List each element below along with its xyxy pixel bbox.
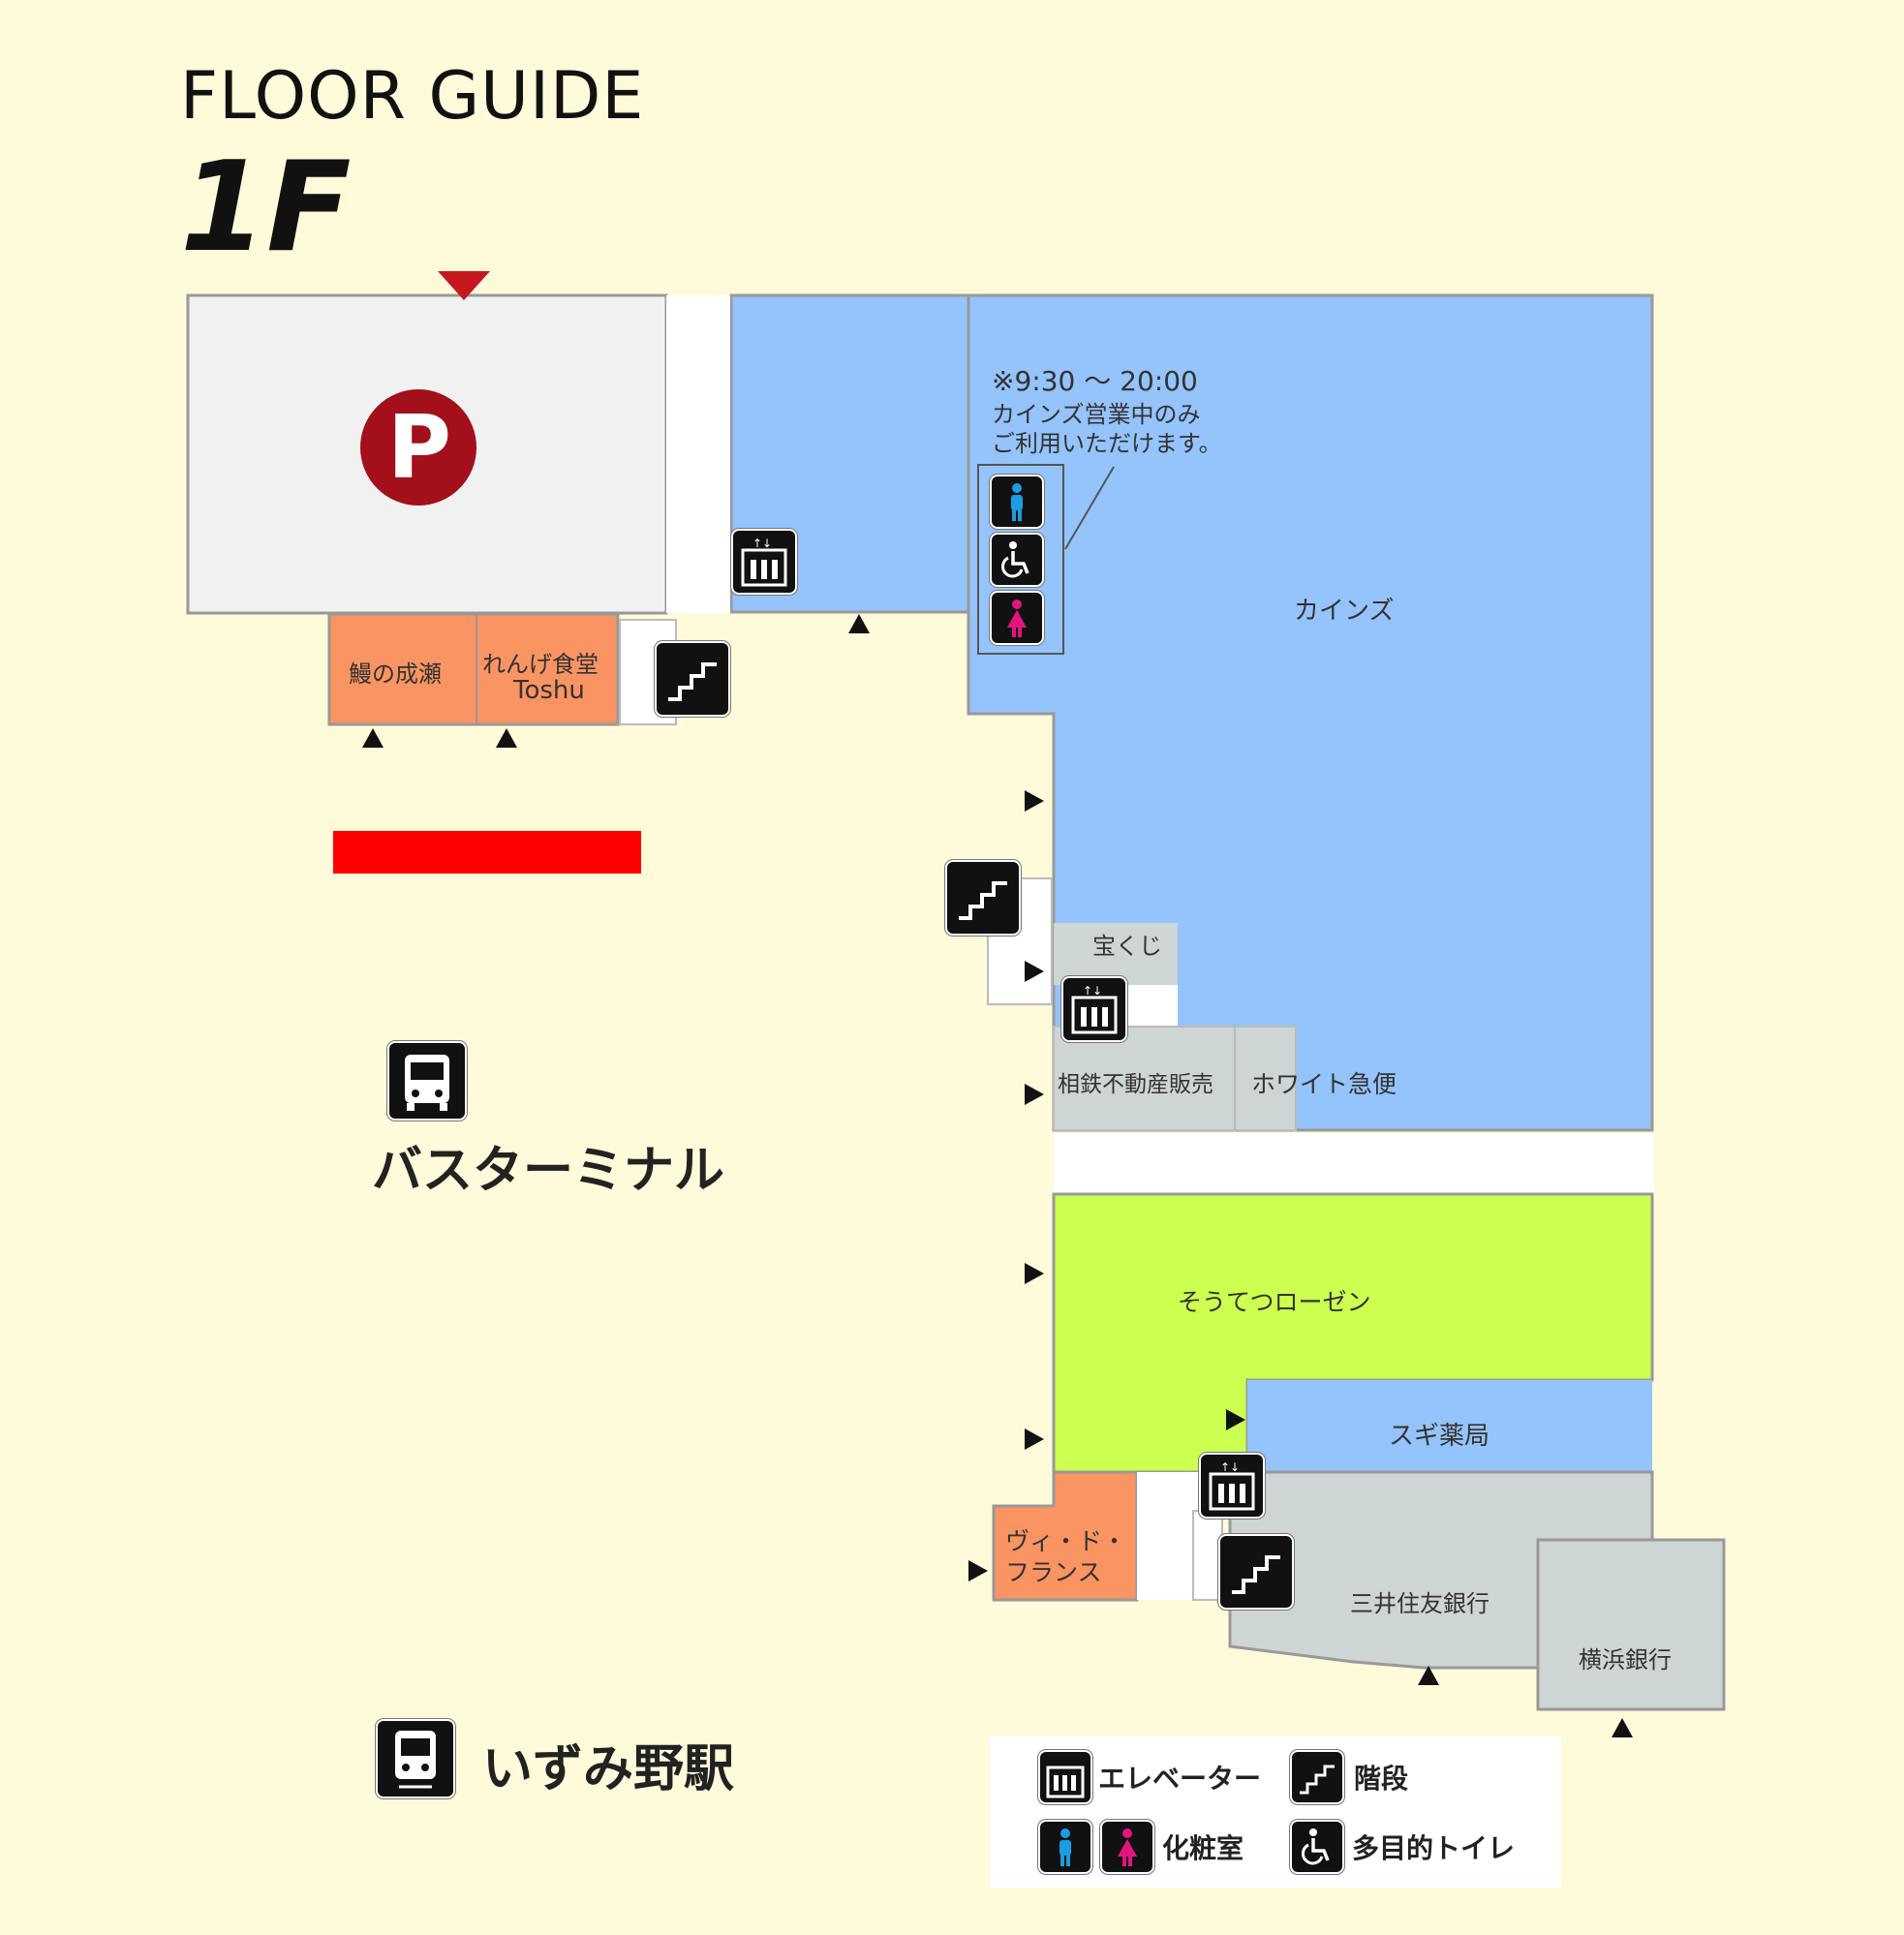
- elevator-icon: ↑↓: [731, 529, 797, 595]
- shop-white-kyubin: ホワイト急便: [1251, 1070, 1397, 1098]
- shop-smbc: 三井住友銀行: [1350, 1590, 1489, 1617]
- parking-letter: P: [387, 397, 451, 499]
- legend-restroom: 化粧室: [1162, 1832, 1244, 1864]
- bus-icon: [387, 1041, 467, 1121]
- entrance-arrow-icon: [1025, 1084, 1044, 1105]
- passage: [666, 295, 730, 613]
- wheelchair-icon: [990, 533, 1044, 587]
- notice-line-2: カインズ営業中のみ: [992, 401, 1201, 428]
- entrance-arrow-icon: [1418, 1666, 1439, 1685]
- legend-stairs: 階段: [1354, 1763, 1409, 1795]
- parking-entrance-marker: [438, 271, 490, 300]
- wheelchair-icon: [1290, 1820, 1344, 1874]
- shop-cainz: カインズ: [1294, 597, 1395, 626]
- entrance-arrow-icon: [1025, 790, 1044, 812]
- shop-takarakuji: 宝くじ: [1092, 933, 1162, 960]
- entrance-arrow-icon: [848, 614, 870, 633]
- shop-renge-1: れんげ食堂: [482, 651, 599, 678]
- current-location-marker: [333, 831, 641, 874]
- shop-sotetsu-rosen: そうてつローゼン: [1178, 1288, 1371, 1316]
- svg-text:↑↓: ↑↓: [1220, 1460, 1240, 1474]
- road: [1054, 1133, 1654, 1194]
- stairs-icon: [945, 860, 1021, 936]
- shop-yokohama-bank: 横浜銀行: [1579, 1646, 1672, 1674]
- entrance-arrow-icon: [1612, 1718, 1633, 1737]
- female-restroom-icon: [1100, 1820, 1154, 1874]
- entrance-arrow-icon: [362, 728, 384, 748]
- entrance-arrow-icon: [1025, 961, 1044, 982]
- elevator-icon: ↑↓: [1061, 976, 1127, 1042]
- shop-vie-2: フランス: [1005, 1558, 1102, 1586]
- stairs-icon: [1218, 1534, 1294, 1610]
- elevator-icon: ↑↓: [1199, 1453, 1265, 1519]
- elevator-icon: [1038, 1750, 1092, 1804]
- sugi-area: [1247, 1380, 1652, 1472]
- legend-multipurpose: 多目的トイレ: [1352, 1832, 1516, 1864]
- entrance-arrow-icon: [968, 1560, 988, 1582]
- stairs-icon: [1290, 1750, 1344, 1804]
- female-restroom-icon: [990, 591, 1044, 645]
- male-restroom-icon: [990, 475, 1044, 529]
- entrance-arrow-icon: [1025, 1263, 1044, 1284]
- station-label: いずみ野駅: [482, 1740, 735, 1798]
- shop-renge-2: Toshu: [513, 676, 585, 705]
- shop-sugi: スギ薬局: [1389, 1422, 1490, 1451]
- entrance-arrow-icon: [1226, 1409, 1245, 1430]
- entrance-arrow-icon: [1025, 1428, 1044, 1450]
- stairs-icon: [655, 641, 730, 717]
- entrance-arrow-icon: [496, 728, 517, 748]
- restaurant-block: [327, 612, 620, 726]
- yokohama-bank-area: [1536, 1538, 1726, 1711]
- takarakuji-area: [1054, 923, 1178, 985]
- shop-vie-1: ヴィ・ド・: [1005, 1527, 1127, 1555]
- legend: エレベーター 階段 化粧室 多目的トイレ: [990, 1736, 1561, 1888]
- train-icon: [376, 1719, 455, 1798]
- cainz-area: [729, 293, 1654, 1132]
- male-restroom-icon: [1038, 1820, 1092, 1874]
- shop-sotetsu-realty: 相鉄不動産販売: [1058, 1072, 1213, 1097]
- notice-line-3: ご利用いただけます。: [992, 430, 1222, 457]
- svg-text:↑↓: ↑↓: [752, 537, 772, 550]
- legend-elevator: エレベーター: [1098, 1763, 1262, 1795]
- service-area: [1053, 1026, 1297, 1131]
- parking-icon: [360, 389, 476, 506]
- bus-terminal-label: バスターミナル: [372, 1142, 725, 1200]
- notice-hours: ※9:30 ～ 20:00: [992, 365, 1198, 397]
- floor-label: 1F: [180, 136, 352, 280]
- shop-unagi: 鰻の成瀬: [349, 660, 442, 688]
- guide-title: FLOOR GUIDE: [180, 58, 645, 135]
- svg-text:↑↓: ↑↓: [1083, 984, 1102, 998]
